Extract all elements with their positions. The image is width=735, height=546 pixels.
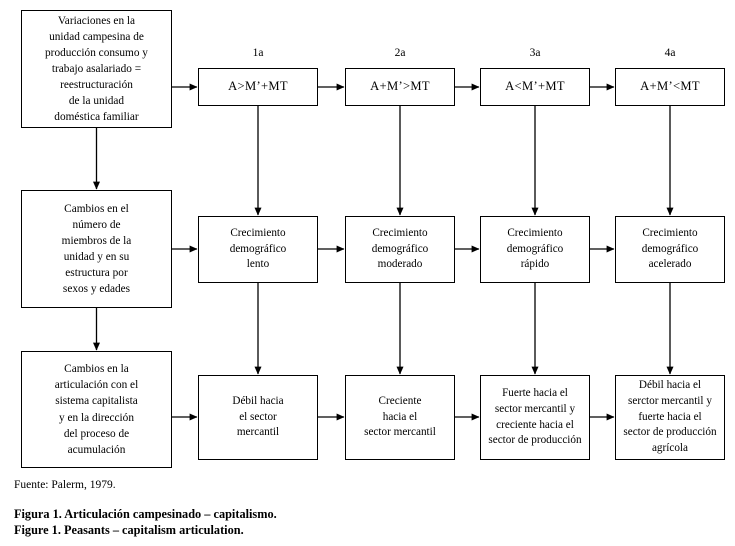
- node-demografico-4a: Crecimiento demográfico acelerado: [615, 216, 725, 283]
- column-label-3a: 3a: [529, 47, 541, 59]
- node-formula-3a: A<M’+MT: [480, 68, 590, 106]
- caption-english: Figure 1. Peasants – capitalism articula…: [14, 523, 244, 538]
- caption-spanish: Figura 1. Articulación campesinado – cap…: [14, 507, 277, 521]
- node-demografico-1a: Crecimiento demográfico lento: [198, 216, 318, 283]
- column-label-2a: 2a: [394, 47, 406, 59]
- figure-caption: Figura 1. Articulación campesinado – cap…: [14, 506, 277, 538]
- node-articulacion-3a: Fuerte hacia el sector mercantil y creci…: [480, 375, 590, 460]
- column-label-4a: 4a: [664, 47, 676, 59]
- node-articulacion-4a: Débil hacia el serctor mercantil y fuert…: [615, 375, 725, 460]
- column-label-1a: 1a: [252, 47, 264, 59]
- node-demografico-2a: Crecimiento demográfico moderado: [345, 216, 455, 283]
- node-formula-2a: A+M’>MT: [345, 68, 455, 106]
- node-articulacion-1a: Débil hacia el sector mercantil: [198, 375, 318, 460]
- node-articulacion-2a: Creciente hacia el sector mercantil: [345, 375, 455, 460]
- node-cambios-articulacion: Cambios en la articulación con el sistem…: [21, 351, 172, 468]
- node-variaciones-unidad-campesina: Variaciones en la unidad campesina de pr…: [21, 10, 172, 128]
- source-note: Fuente: Palerm, 1979.: [14, 479, 116, 491]
- node-demografico-3a: Crecimiento demográfico rápido: [480, 216, 590, 283]
- node-cambios-numero-miembros: Cambios en el número de miembros de la u…: [21, 190, 172, 308]
- node-formula-1a: A>M’+MT: [198, 68, 318, 106]
- node-formula-4a: A+M’<MT: [615, 68, 725, 106]
